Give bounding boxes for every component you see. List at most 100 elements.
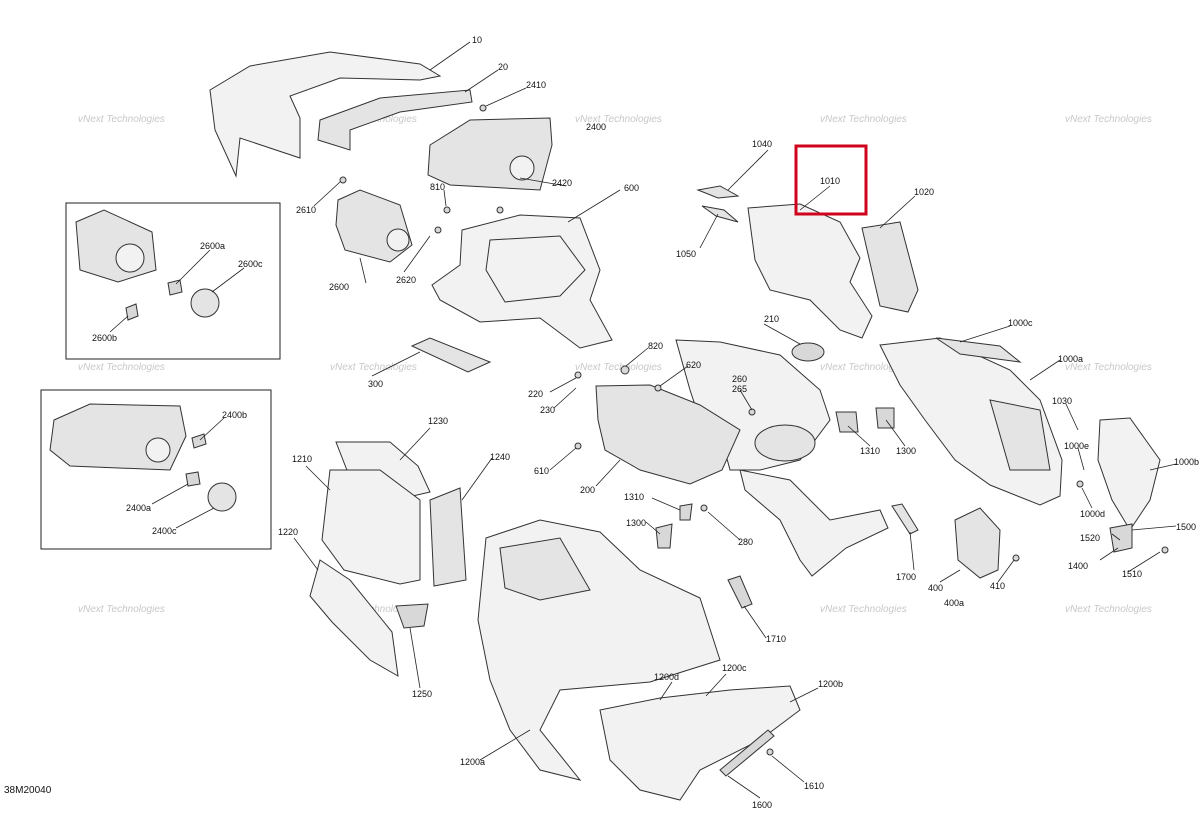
part-2620-screw [434, 226, 442, 234]
label-1210: 1210 [292, 454, 312, 464]
part-1400 [1109, 523, 1133, 553]
part-1000c [935, 337, 1022, 363]
label-1030: 1030 [1052, 396, 1072, 406]
part-1240 [429, 487, 467, 587]
part-2610-screw [339, 176, 347, 184]
part-1040 [696, 185, 740, 199]
label-1000c: 1000c [1008, 318, 1033, 328]
label-1510: 1510 [1122, 569, 1142, 579]
label-1250: 1250 [412, 689, 432, 699]
part-300 [410, 337, 492, 373]
watermark: vNext Technologies [78, 604, 165, 615]
part-2600c-socket [190, 288, 220, 318]
label-2610: 2610 [296, 205, 316, 215]
part-2410-screw [479, 104, 487, 112]
part-600-opening [485, 235, 586, 303]
label-200: 200 [580, 485, 595, 495]
part-1250 [395, 603, 429, 629]
part-1050 [701, 205, 739, 223]
watermark: vNext Technologies [820, 604, 907, 615]
label-2400c: 2400c [152, 526, 177, 536]
label-1300: 1300 [896, 446, 916, 456]
part-1000a-recess [989, 399, 1051, 471]
label-260: 260 [732, 374, 747, 384]
leader-lines [109, 41, 1177, 799]
part-610-screw [574, 442, 582, 450]
label-20: 20 [498, 62, 508, 72]
part-1610-screw [766, 748, 774, 756]
label-1000b: 1000b [1174, 457, 1199, 467]
label-810: 810 [430, 182, 445, 192]
part-2600-inset-lens [115, 243, 145, 273]
watermark: vNext Technologies [1065, 114, 1152, 125]
label-1050: 1050 [676, 249, 696, 259]
label-2420: 2420 [552, 178, 572, 188]
part-2400a-bulb [185, 471, 201, 487]
part-400 [954, 507, 1001, 579]
part-2600-inset-housing [75, 209, 157, 283]
label-1220: 1220 [278, 527, 298, 537]
part-1600 [719, 729, 775, 777]
label-400a: 400a [944, 598, 964, 608]
label-1700: 1700 [896, 572, 916, 582]
part-1310-clip-lower [679, 503, 693, 521]
part-2400-inset-housing [49, 403, 187, 471]
part-2420-nut [496, 206, 504, 214]
label-1600: 1600 [752, 800, 772, 810]
part-200 [595, 384, 741, 485]
part-1020 [861, 221, 919, 313]
watermark: vNext Technologies [575, 114, 662, 125]
part-1700 [891, 503, 919, 535]
part-2400-inset-lens [145, 437, 171, 463]
label-1000e: 1000e [1064, 441, 1089, 451]
labels: 10 20 2410 2400 2420 810 600 2610 2600 2… [4, 35, 1199, 810]
part-2600a-bulb [167, 279, 183, 296]
parts [49, 51, 1169, 801]
watermark: vNext Technologies [330, 362, 417, 373]
label-1200c: 1200c [722, 663, 747, 673]
part-410-screw [1012, 554, 1020, 562]
label-2600a: 2600a [200, 241, 225, 251]
label-1310: 1310 [860, 446, 880, 456]
label-265: 265 [732, 384, 747, 394]
label-1300-lower: 1300 [626, 518, 646, 528]
label-2600c: 2600c [238, 259, 263, 269]
part-1220 [309, 559, 399, 677]
inset-box-headlight-right [40, 389, 272, 550]
part-2400 [427, 117, 553, 191]
label-820: 820 [648, 341, 663, 351]
part-2400c-socket [207, 482, 237, 512]
part-2400-lens [509, 155, 535, 181]
label-1200b: 1200b [818, 679, 843, 689]
label-1230: 1230 [428, 416, 448, 426]
label-600: 600 [624, 183, 639, 193]
part-1000d-screw [1076, 480, 1084, 488]
part-220-screw [574, 371, 582, 379]
part-lower-frame [739, 469, 889, 577]
label-230: 230 [540, 405, 555, 415]
part-1710 [727, 575, 753, 609]
part-central-dash-recess [754, 424, 816, 462]
watermark: vNext Technologies [820, 114, 907, 125]
label-1500: 1500 [1176, 522, 1196, 532]
part-1210 [321, 469, 421, 585]
part-210 [791, 342, 825, 362]
label-280: 280 [738, 537, 753, 547]
label-1710: 1710 [766, 634, 786, 644]
part-20 [317, 89, 473, 151]
part-1200a-vent [499, 537, 591, 601]
label-1010: 1010 [820, 176, 840, 186]
label-610: 610 [534, 466, 549, 476]
label-1400: 1400 [1068, 561, 1088, 571]
label-1020: 1020 [914, 187, 934, 197]
part-2600-lens [386, 228, 410, 252]
inset-box-headlight-left [65, 202, 281, 360]
watermark: vNext Technologies [78, 114, 165, 125]
highlight-box [794, 144, 868, 216]
label-1200d: 1200d [654, 672, 679, 682]
label-2600b: 2600b [92, 333, 117, 343]
label-220: 220 [528, 389, 543, 399]
label-10: 10 [472, 35, 482, 45]
label-210: 210 [764, 314, 779, 324]
part-265-screw [748, 408, 756, 416]
